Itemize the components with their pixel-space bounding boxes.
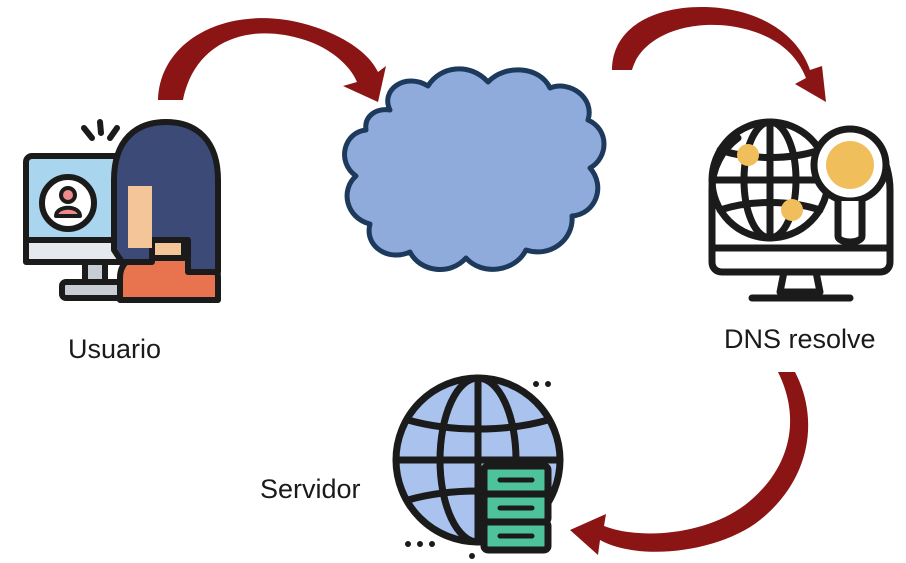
user-at-computer-icon (23, 119, 221, 303)
dns-globe-monitor-icon (708, 118, 894, 302)
arrow-dns-to-server (570, 372, 809, 555)
dns-label: DNS resolve (724, 324, 876, 354)
arrow-cloud-to-dns (612, 7, 826, 102)
user-label: Usuario (68, 334, 162, 364)
server-globe-icon (392, 374, 564, 559)
server-label: Servidor (260, 474, 361, 504)
arrow-user-to-cloud (158, 18, 386, 102)
internet-cloud-icon (342, 66, 607, 272)
